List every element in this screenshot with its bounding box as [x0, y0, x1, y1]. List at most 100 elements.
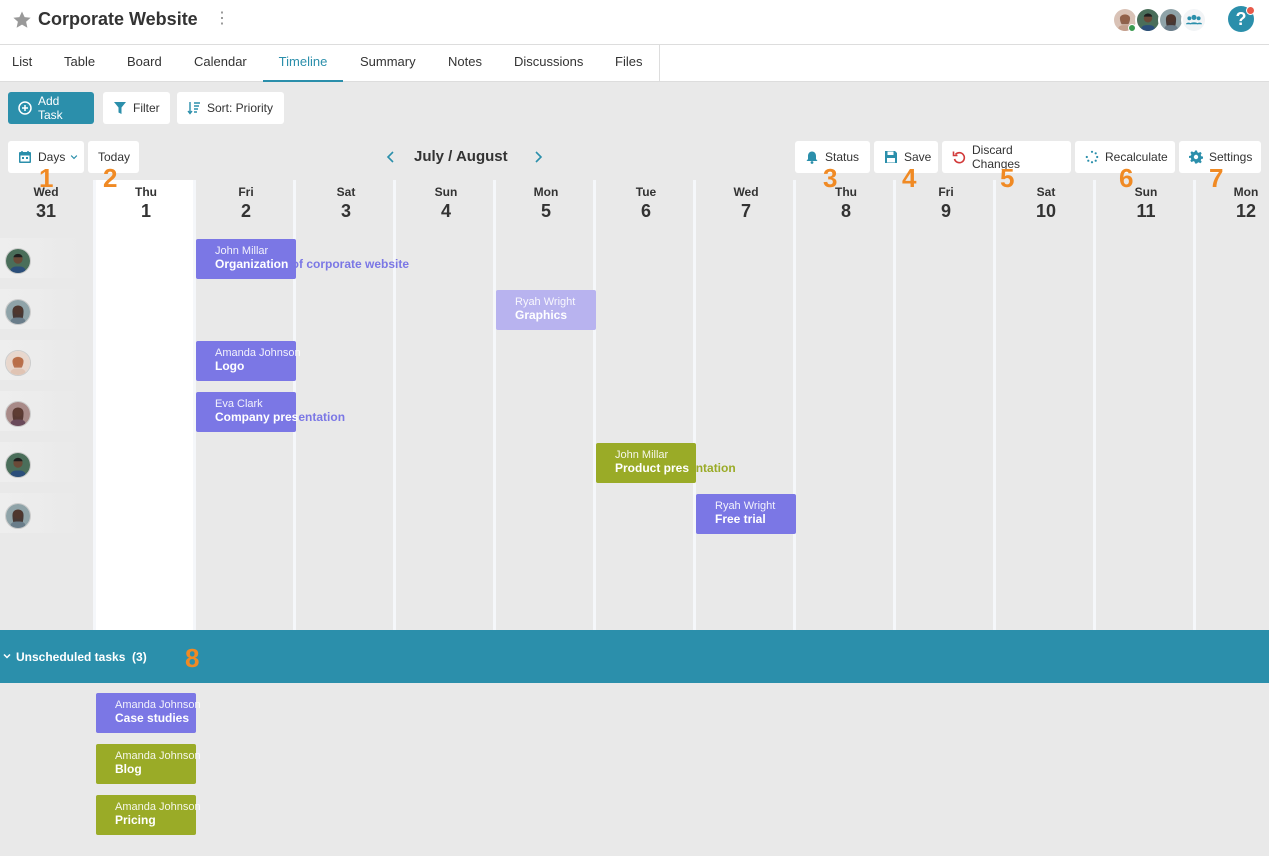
today-button[interactable]: Today: [88, 141, 139, 173]
day-number: 2: [240, 201, 251, 221]
tab-calendar[interactable]: Calendar: [194, 54, 247, 69]
task-bar[interactable]: John Millar Organization of corporate we…: [196, 239, 409, 279]
star-icon[interactable]: [12, 10, 32, 30]
help-icon[interactable]: ?: [1228, 6, 1254, 32]
day-separator: [1193, 180, 1196, 630]
day-separator: [893, 180, 896, 630]
more-options-icon[interactable]: ⋮: [214, 10, 230, 27]
callout-marker: 1: [39, 163, 54, 193]
task-bar[interactable]: Eva Clark Company presentation: [196, 392, 345, 432]
day-separator: [93, 180, 96, 630]
day-number: 9: [940, 201, 951, 221]
filter-icon: [114, 102, 126, 114]
save-label: Save: [904, 150, 932, 164]
bell-icon: [806, 151, 818, 164]
scrollbar-track[interactable]: [1269, 44, 1272, 856]
add-task-label: Add Task: [38, 94, 63, 122]
tab-notes[interactable]: Notes: [448, 54, 482, 69]
task-bar[interactable]: Ryah Wright Graphics: [496, 290, 596, 330]
today-label: Today: [98, 150, 131, 164]
days-dropdown[interactable]: Days: [8, 141, 84, 173]
task-assignee: Ryah Wright: [515, 296, 576, 308]
unscheduled-task[interactable]: Amanda Johnson Blog: [96, 744, 201, 784]
task-title: Logo: [215, 359, 245, 373]
task-title: Product presentation: [615, 461, 736, 475]
day-of-week: Thu: [835, 185, 857, 199]
day-number: 4: [440, 201, 451, 221]
tab-table[interactable]: Table: [64, 54, 96, 69]
avatar[interactable]: [5, 248, 31, 274]
task-assignee: Amanda Johnson: [215, 347, 301, 359]
discard-label: Discard Changes: [972, 143, 1021, 171]
day-of-week: Wed: [33, 185, 59, 199]
sort-button[interactable]: Sort: Priority: [177, 92, 284, 124]
task-bar[interactable]: Ryah Wright Free trial: [696, 494, 796, 534]
status-label: Status: [825, 150, 860, 164]
day-number: 8: [840, 201, 851, 221]
chevron-down-icon[interactable]: [2, 651, 12, 661]
days-label: Days: [38, 150, 66, 164]
day-of-week: Tue: [635, 185, 657, 199]
online-status-dot: [1128, 24, 1136, 32]
task-title: Free trial: [715, 512, 766, 526]
day-separator: [693, 180, 696, 630]
day-number: 1: [140, 201, 151, 221]
unscheduled-task[interactable]: Amanda Johnson Pricing: [96, 795, 201, 835]
tab-timeline[interactable]: Timeline: [263, 45, 343, 82]
settings-button[interactable]: Settings: [1179, 141, 1261, 173]
unscheduled-tasks-header[interactable]: Unscheduled tasks (3): [0, 630, 1270, 683]
status-button[interactable]: Status: [795, 141, 870, 173]
recalculate-button[interactable]: Recalculate: [1075, 141, 1175, 173]
task-assignee: Amanda Johnson: [115, 699, 201, 711]
day-of-week: Mon: [533, 185, 559, 199]
tab-strip: List Table Board Calendar Timeline Summa…: [0, 45, 660, 82]
save-button[interactable]: Save: [874, 141, 938, 173]
tab-summary[interactable]: Summary: [360, 54, 416, 69]
day-of-week: Sun: [434, 185, 458, 199]
team-icon[interactable]: [1181, 7, 1207, 33]
tab-list[interactable]: List: [12, 54, 33, 69]
avatar[interactable]: [5, 350, 31, 376]
gear-icon: [1189, 150, 1203, 164]
day-number: 11: [1136, 201, 1156, 221]
next-month-icon[interactable]: [531, 150, 545, 164]
callout-marker: 8: [185, 643, 200, 673]
filter-button[interactable]: Filter: [103, 92, 170, 124]
task-title: Blog: [115, 762, 142, 776]
day-separator: [1093, 180, 1096, 630]
previous-month-icon[interactable]: [384, 150, 398, 164]
unscheduled-task[interactable]: Amanda Johnson Case studies: [96, 693, 201, 733]
add-task-button[interactable]: Add Task: [8, 92, 94, 124]
task-bar[interactable]: Amanda Johnson Logo: [196, 341, 301, 381]
sort-label: Sort: Priority: [207, 101, 274, 115]
day-column: Thu 8: [796, 180, 896, 630]
tab-files[interactable]: Files: [615, 54, 643, 69]
task-bar[interactable]: John Millar Product presentation: [596, 443, 736, 483]
day-number: 12: [1235, 201, 1257, 221]
discard-changes-button[interactable]: Discard Changes: [942, 141, 1071, 173]
task-assignee: Amanda Johnson: [115, 801, 201, 813]
day-separator: [393, 180, 396, 630]
avatar[interactable]: [5, 503, 31, 529]
tab-discussions[interactable]: Discussions: [514, 54, 584, 69]
avatar[interactable]: [5, 401, 31, 427]
avatar[interactable]: [5, 452, 31, 478]
day-separator: [493, 180, 496, 630]
day-separator: [593, 180, 596, 630]
tab-board[interactable]: Board: [127, 54, 162, 69]
callout-marker: 6: [1119, 163, 1134, 193]
avatar[interactable]: [5, 299, 31, 325]
task-assignee: Eva Clark: [215, 398, 263, 410]
callout-marker: 5: [1000, 163, 1015, 193]
day-of-week: Fri: [238, 185, 254, 199]
